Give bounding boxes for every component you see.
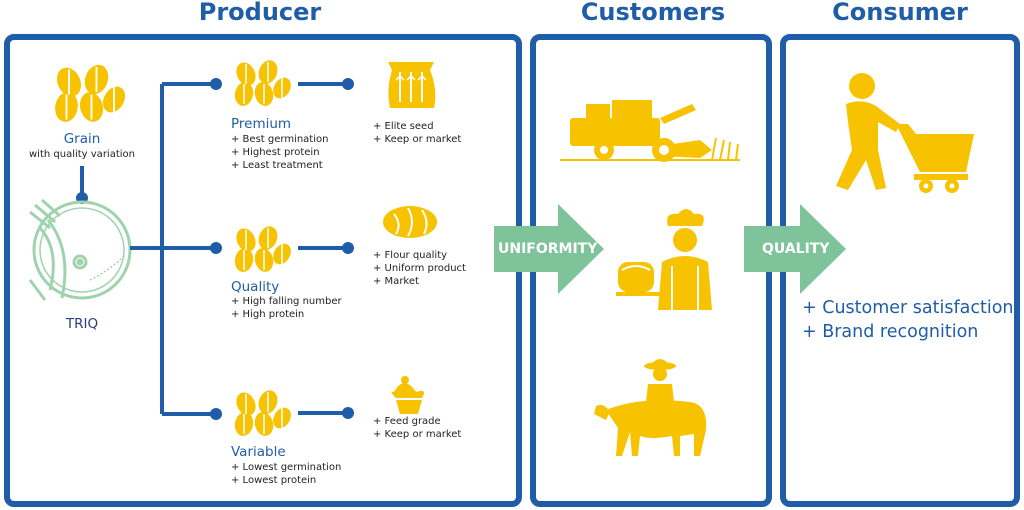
grade-line: + Lowest protein <box>231 475 317 486</box>
grade-name-variable: Variable <box>231 444 286 460</box>
uniformity-arrow <box>494 204 604 294</box>
grain-icon <box>232 386 296 439</box>
combine-harvester-icon <box>560 100 740 162</box>
grade-line: + Highest protein <box>231 147 320 158</box>
grain-title: Grain <box>63 131 101 147</box>
seed-bag-icon <box>388 62 436 108</box>
cupcake-icon <box>391 376 424 414</box>
shopper-cart-icon <box>836 73 974 193</box>
customers-heading: Customers <box>580 0 726 26</box>
quality-label: QUALITY <box>762 241 830 257</box>
benefit-line: + Customer satisfaction <box>802 298 1014 318</box>
use-line: + Keep or market <box>373 134 462 145</box>
grade-line: + Least treatment <box>231 160 323 171</box>
grain-icon <box>51 60 131 126</box>
grade-line: + High falling number <box>231 296 342 307</box>
grade-line: + Lowest germination <box>231 462 342 473</box>
use-line: + Uniform product <box>373 263 466 274</box>
grade-line: + Best germination <box>231 134 329 145</box>
use-line: + Flour quality <box>373 250 448 261</box>
use-line: + Market <box>373 276 419 287</box>
grade-name-quality: Quality <box>231 279 280 295</box>
triq-machine-icon <box>28 198 132 301</box>
quality-arrow <box>744 204 846 294</box>
grade-name-premium: Premium <box>231 116 292 132</box>
use-line: + Elite seed <box>373 121 434 132</box>
consumer-heading: Consumer <box>832 0 968 26</box>
uniformity-label: UNIFORMITY <box>498 241 598 257</box>
grade-line: + High protein <box>231 309 305 320</box>
triq-label: TRIQ <box>65 316 99 332</box>
grain-icon <box>232 222 296 275</box>
grain-icon <box>232 56 296 109</box>
use-line: + Feed grade <box>373 416 441 427</box>
grain-subtitle: with quality variation <box>28 149 135 160</box>
benefit-line: + Brand recognition <box>802 322 979 342</box>
use-line: + Keep or market <box>373 429 462 440</box>
bread-icon <box>383 206 437 238</box>
farmer-cow-icon <box>594 359 707 456</box>
producer-heading: Producer <box>198 0 322 26</box>
baker-icon <box>616 209 712 310</box>
